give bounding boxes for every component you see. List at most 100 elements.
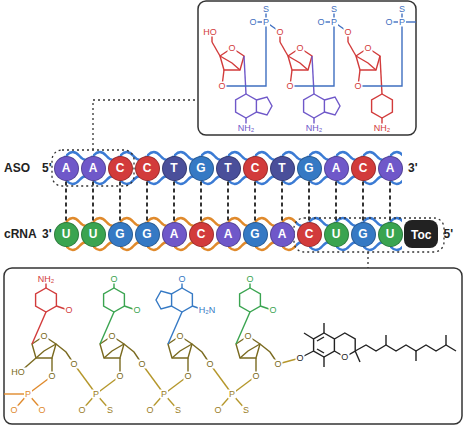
atom-label: O (109, 275, 118, 284)
base-letter: A (386, 162, 395, 174)
atom-label: O (245, 275, 254, 284)
nucleotide-circle: U (378, 222, 403, 247)
base-pair-line (389, 182, 391, 221)
nucleotide-circle: C (243, 156, 268, 181)
atom-label: O (275, 28, 284, 37)
base-letter: C (305, 228, 314, 240)
nucleotide-circle: A (162, 222, 187, 247)
aso-backbone (60, 150, 402, 186)
nucleotide-circle: A (378, 156, 403, 181)
nucleotide-circle: G (351, 222, 376, 247)
atom-label: O (248, 18, 257, 27)
base-letter: C (197, 228, 206, 240)
atom-label: P (160, 390, 168, 399)
crna-backbone (296, 216, 402, 252)
base-letter: C (116, 162, 125, 174)
base-letter: A (89, 162, 98, 174)
atom-label: S (398, 5, 406, 14)
atom-label: O (115, 372, 124, 381)
atom-label: P (92, 390, 100, 399)
base-letter: G (250, 228, 259, 240)
selection-bracket (52, 150, 134, 186)
base-pair-line (362, 182, 364, 221)
base-letter: T (224, 162, 231, 174)
atom-label: S (242, 406, 250, 415)
base-pair-line (308, 182, 310, 221)
atom-label: O (227, 44, 236, 53)
nucleotide-circle: U (324, 222, 349, 247)
base-letter: C (359, 162, 368, 174)
strand-label: ASO (4, 162, 30, 174)
base-pair-line (200, 182, 202, 221)
nucleotide-circle: T (216, 156, 241, 181)
nucleotide-circle: T (270, 156, 295, 181)
atom-label: HO (202, 28, 218, 37)
base-pair-line (146, 182, 148, 221)
strand-label: 3' (42, 228, 52, 240)
base-letter: G (196, 162, 205, 174)
atom-label: O (132, 306, 141, 315)
atom-label: O (47, 372, 56, 381)
nucleotide-circle: A (270, 222, 295, 247)
atom-label: S (174, 406, 182, 415)
base-letter: G (304, 162, 313, 174)
leader-line (367, 252, 368, 268)
base-letter: C (251, 162, 260, 174)
crna-structure (4, 279, 300, 410)
base-letter: T (170, 162, 177, 174)
base-letter: A (224, 228, 233, 240)
tocopherol-box: Toc (404, 220, 438, 248)
atom-label: HO (10, 368, 26, 377)
atom-label: P (330, 18, 338, 27)
nucleotide-circle: A (54, 156, 79, 181)
base-letter: T (278, 162, 285, 174)
base-pair-line (227, 182, 229, 221)
base-letter: C (143, 162, 152, 174)
selection-bracket (294, 218, 444, 252)
nucleotide-circle: A (81, 156, 106, 181)
atom-label: O (217, 82, 226, 91)
leader-line (93, 100, 198, 150)
atom-label: S (106, 406, 114, 415)
atom-label: O (205, 360, 214, 369)
tocopherol-structure (300, 323, 456, 367)
base-pair-line (119, 182, 121, 221)
base-letter: U (89, 228, 98, 240)
atom-label: O (353, 82, 362, 91)
base-pair-line (281, 182, 283, 221)
atom-label: P (262, 18, 270, 27)
atom-label: P (228, 390, 236, 399)
crna-backbone (60, 216, 296, 252)
atom-label: O (145, 406, 154, 415)
atom-label: O (69, 360, 78, 369)
nucleotide-circle: G (243, 222, 268, 247)
nucleotide-circle: G (189, 156, 214, 181)
nucleotide-circle: C (297, 222, 322, 247)
nucleotide-circle: G (108, 222, 133, 247)
nucleotide-circle: C (351, 156, 376, 181)
atom-label: P (24, 390, 32, 399)
base-letter: G (142, 228, 151, 240)
base-letter: A (170, 228, 179, 240)
nucleotide-circle: A (216, 222, 241, 247)
nucleotide-circle: C (135, 156, 160, 181)
atom-label: O (268, 306, 277, 315)
base-letter: A (332, 162, 341, 174)
atom-label: O (251, 372, 260, 381)
atom-label: O (340, 353, 349, 362)
atom-label: O (39, 332, 48, 341)
base-pair-line (173, 182, 175, 221)
atom-label: O (363, 44, 372, 53)
base-letter: A (62, 162, 71, 174)
atom-label: O (177, 275, 186, 284)
atom-label: NH₂ (37, 275, 56, 284)
nucleotide-circle: U (81, 222, 106, 247)
base-letter: G (358, 228, 367, 240)
atom-label: O (316, 18, 325, 27)
base-letter: U (332, 228, 341, 240)
base-pair-line (65, 182, 67, 221)
atom-label: O (37, 406, 46, 415)
base-pair-line (254, 182, 256, 221)
atom-label: O (175, 332, 184, 341)
